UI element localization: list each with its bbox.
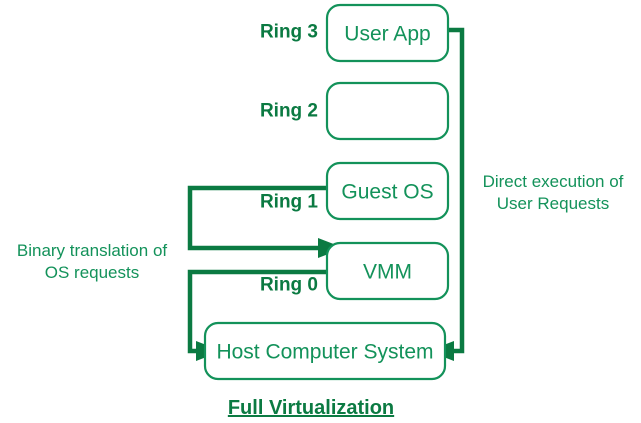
ring-label-ring-1: Ring 1 bbox=[260, 192, 318, 213]
box-ring-2-empty[interactable] bbox=[325, 81, 450, 141]
ring-label-ring-3: Ring 3 bbox=[260, 22, 318, 43]
diagram-title: Full Virtualization bbox=[228, 397, 394, 419]
box-guest-os-label: Guest OS bbox=[341, 181, 433, 204]
vmm-to-host-connector bbox=[187, 269, 327, 354]
annotation-binary-translation-line-1: Binary translation of bbox=[17, 241, 168, 260]
ring-label-ring-0: Ring 0 bbox=[260, 275, 318, 296]
box-host-computer-system-label: Host Computer System bbox=[216, 341, 433, 364]
user-app-to-host-connector bbox=[448, 27, 465, 354]
annotation-direct-execution-line-2: User Requests bbox=[497, 194, 609, 213]
guest-os-to-vmm-connector bbox=[187, 185, 327, 251]
box-guest-os[interactable] bbox=[325, 161, 450, 221]
ring-label-ring-2: Ring 2 bbox=[260, 101, 318, 122]
box-vmm[interactable] bbox=[325, 241, 450, 301]
box-user-app[interactable] bbox=[325, 3, 450, 63]
box-user-app-label: User App bbox=[344, 23, 430, 46]
annotation-direct-execution-line-1: Direct execution of bbox=[483, 172, 624, 191]
box-vmm-label: VMM bbox=[363, 261, 412, 284]
box-host-computer-system[interactable] bbox=[203, 321, 447, 381]
annotation-binary-translation-line-2: OS requests bbox=[45, 263, 140, 282]
